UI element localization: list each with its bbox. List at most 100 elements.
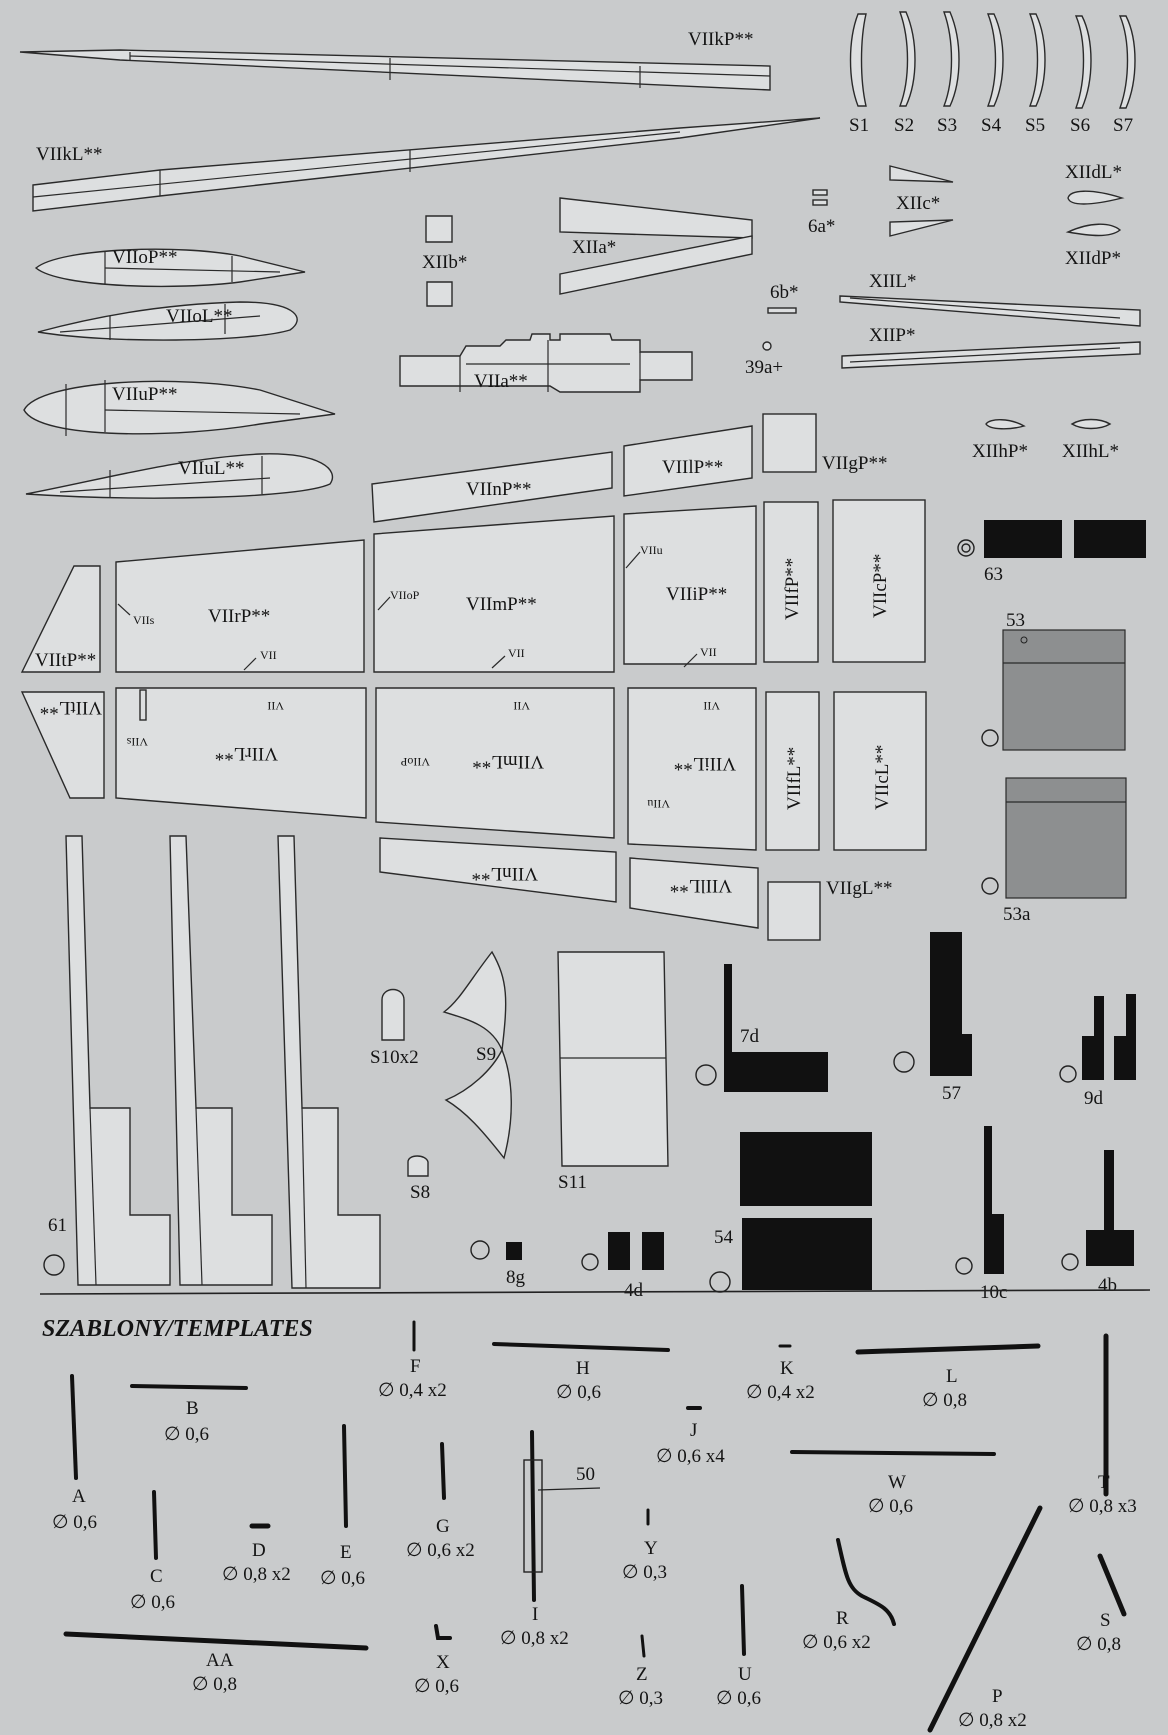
svg-text:∅ 0,6: ∅ 0,6 xyxy=(556,1382,601,1403)
svg-text:VIInP**: VIInP** xyxy=(466,479,531,500)
part-xiid: XIIdL* XIIdP* xyxy=(1065,162,1125,269)
part-xiip: XIIP* xyxy=(841,325,1141,369)
svg-text:∅ 0,6: ∅ 0,6 xyxy=(130,1592,175,1613)
part-viitp: VIItP** xyxy=(20,565,101,673)
svg-text:A: A xyxy=(72,1486,86,1507)
part-viifp: VIIfP** xyxy=(763,501,819,663)
part-39a: 39a+ xyxy=(745,341,783,378)
svg-text:61: 61 xyxy=(48,1215,67,1236)
part-7d: 7d xyxy=(695,964,828,1092)
svg-text:XIIhL*: XIIhL* xyxy=(1062,441,1119,462)
section-divider xyxy=(39,1289,1151,1295)
svg-text:VIIgL**: VIIgL** xyxy=(826,878,892,899)
part-s11: S11 xyxy=(557,951,669,1193)
svg-text:VII: VII xyxy=(260,648,277,662)
svg-text:∅ 0,8 x2: ∅ 0,8 x2 xyxy=(958,1710,1027,1731)
svg-text:6b*: 6b* xyxy=(770,282,799,303)
svg-text:4d: 4d xyxy=(624,1280,644,1301)
svg-text:X: X xyxy=(436,1652,450,1673)
svg-text:7d: 7d xyxy=(740,1026,760,1047)
wire-Z xyxy=(640,1634,646,1658)
svg-text:AA: AA xyxy=(206,1650,234,1671)
svg-text:VIIoP: VIIoP xyxy=(400,755,430,769)
wire-S xyxy=(1097,1553,1127,1617)
svg-text:B: B xyxy=(186,1398,199,1419)
svg-text:VIIuL**: VIIuL** xyxy=(178,458,244,479)
part-viiip: VIIiP** VIIu VII xyxy=(623,505,757,668)
rib-s3: S3 xyxy=(937,11,960,136)
svg-text:VIIoL**: VIIoL** xyxy=(166,306,232,327)
svg-text:Y: Y xyxy=(644,1538,658,1559)
svg-text:VIIrP**: VIIrP** xyxy=(208,606,270,627)
part-xiib: XIIb* xyxy=(422,215,467,307)
svg-text:VIIu: VIIu xyxy=(647,797,670,811)
svg-text:∅ 0,6: ∅ 0,6 xyxy=(52,1512,97,1533)
templates: A ∅ 0,6 B ∅ 0,6 C ∅ 0,6 D ∅ 0,8 x2 E ∅ 0… xyxy=(52,1320,1137,1733)
svg-text:VIIlL**: VIIlL** xyxy=(670,875,732,896)
part-viigl: VIIgL** xyxy=(767,878,892,941)
wire-E xyxy=(342,1424,348,1528)
svg-text:VIImP**: VIImP** xyxy=(466,594,537,615)
svg-text:S3: S3 xyxy=(937,115,957,136)
part-viiol: VIIoL** xyxy=(37,301,298,341)
svg-text:J: J xyxy=(690,1420,697,1441)
svg-text:39a+: 39a+ xyxy=(745,357,783,378)
svg-text:S7: S7 xyxy=(1113,115,1133,136)
svg-text:VIIa**: VIIa** xyxy=(474,371,528,392)
part-viinp: VIInP** xyxy=(371,451,613,523)
svg-text:L: L xyxy=(946,1366,958,1387)
svg-text:VIIs: VIIs xyxy=(133,613,155,627)
svg-text:I: I xyxy=(532,1604,538,1625)
svg-text:XIIc*: XIIc* xyxy=(896,193,940,214)
wire-B xyxy=(130,1384,248,1390)
svg-text:VIIgP**: VIIgP** xyxy=(822,453,887,474)
svg-text:T: T xyxy=(1098,1472,1110,1493)
svg-text:XIIhP*: XIIhP* xyxy=(972,441,1028,462)
svg-text:∅ 0,6: ∅ 0,6 xyxy=(414,1676,459,1697)
part-viicl: VIIcL** xyxy=(833,691,927,851)
svg-text:VIIcL**: VIIcL** xyxy=(872,745,893,810)
part-viiup: VIIuP** xyxy=(23,380,336,436)
part-xiic: XIIc* xyxy=(889,165,954,237)
svg-text:G: G xyxy=(436,1516,450,1537)
ribs-s1-s7: S1 S2 S3 S4 S5 S6 S7 xyxy=(849,11,1136,136)
part-xiia: XIIa* xyxy=(559,197,753,295)
part-viirl: VIIrL** VIIs VII xyxy=(115,687,367,819)
svg-text:VIIfL**: VIIfL** xyxy=(784,747,805,810)
svg-text:VIIoP: VIIoP xyxy=(390,588,420,602)
svg-text:8g: 8g xyxy=(506,1267,526,1288)
label-viikp: VIIkP** xyxy=(688,29,753,50)
svg-text:S10x2: S10x2 xyxy=(370,1047,419,1068)
wire-C xyxy=(152,1490,158,1560)
part-viikp: VIIkP** xyxy=(19,29,771,91)
wire-G xyxy=(440,1442,446,1500)
part-viikl: VIIkL** xyxy=(32,117,821,212)
svg-text:S6: S6 xyxy=(1070,115,1090,136)
svg-text:XIIdP*: XIIdP* xyxy=(1065,248,1121,269)
svg-text:VII: VII xyxy=(513,699,530,713)
svg-text:∅ 0,3: ∅ 0,3 xyxy=(618,1688,663,1709)
svg-text:VII: VII xyxy=(267,699,284,713)
svg-text:53a: 53a xyxy=(1003,904,1031,925)
rib-s2: S2 xyxy=(894,11,916,136)
svg-text:P: P xyxy=(992,1686,1003,1707)
part-61: 61 xyxy=(43,835,381,1289)
svg-text:∅ 0,6: ∅ 0,6 xyxy=(320,1568,365,1589)
part-xiih: XIIhP* XIIhL* xyxy=(972,418,1119,462)
svg-text:K: K xyxy=(780,1358,794,1379)
part-6b: 6b* xyxy=(767,282,799,314)
svg-text:H: H xyxy=(576,1358,590,1379)
part-viifl: VIIfL** xyxy=(765,691,820,851)
svg-text:E: E xyxy=(340,1542,352,1563)
rib-s5: S5 xyxy=(1025,13,1046,136)
svg-text:VII: VII xyxy=(703,699,720,713)
svg-text:∅ 0,6: ∅ 0,6 xyxy=(716,1688,761,1709)
templates-title: SZABLONY/TEMPLATES xyxy=(42,1316,313,1342)
part-53a: 53a xyxy=(981,777,1127,925)
svg-text:∅ 0,8 x2: ∅ 0,8 x2 xyxy=(500,1628,569,1649)
svg-text:∅ 0,6 x4: ∅ 0,6 x4 xyxy=(656,1446,725,1467)
part-viimp: VIImP** VIIoP VII xyxy=(373,515,615,673)
part-viiul: VIIuL** xyxy=(25,453,334,499)
svg-text:XIIb*: XIIb* xyxy=(422,252,467,273)
